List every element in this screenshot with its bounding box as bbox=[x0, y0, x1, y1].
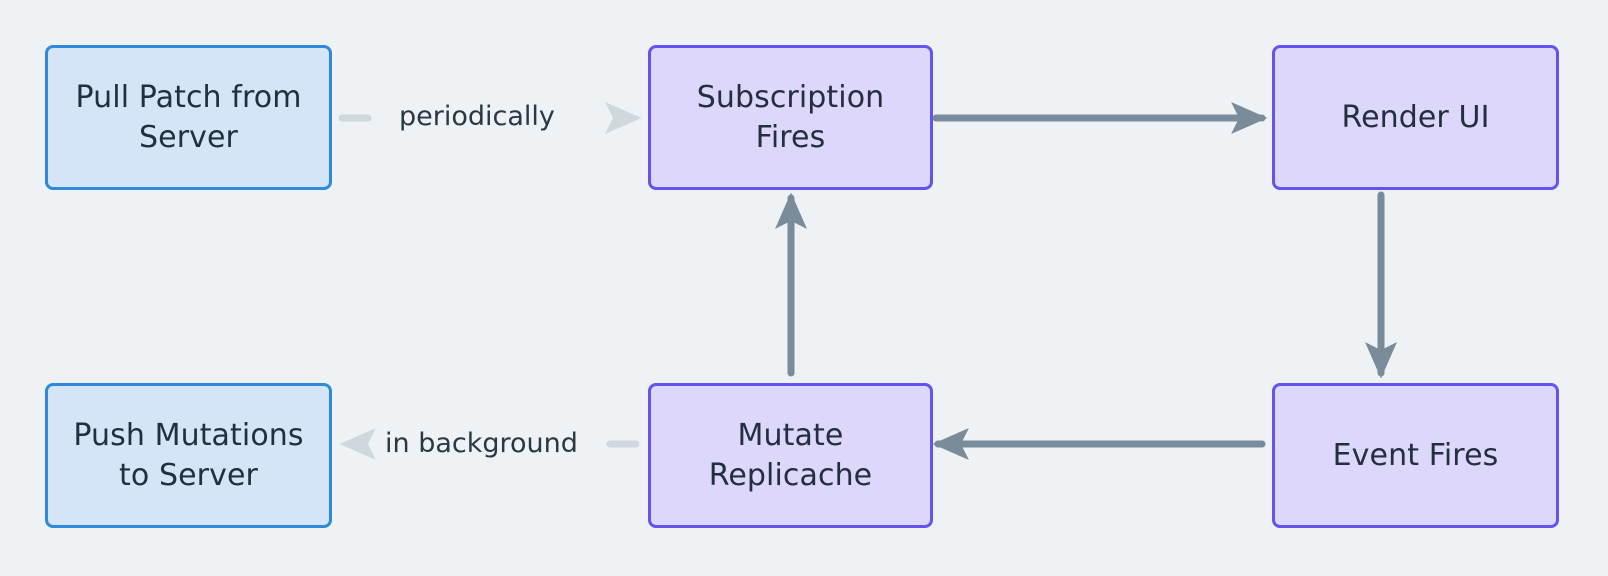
node-label: Event Fires bbox=[1332, 437, 1499, 473]
node-render-ui[interactable]: Render UI bbox=[1272, 45, 1559, 190]
node-mutate-replicache[interactable]: Mutate Replicache bbox=[648, 383, 933, 528]
node-label: Subscription Fires bbox=[696, 79, 885, 155]
edge-label-periodically: periodically bbox=[393, 103, 561, 130]
edge-label-in-background: in background bbox=[379, 430, 584, 457]
node-push-mutations-to-server[interactable]: Push Mutations to Server bbox=[45, 383, 332, 528]
node-subscription-fires[interactable]: Subscription Fires bbox=[648, 45, 933, 190]
node-pull-patch-from-server[interactable]: Pull Patch from Server bbox=[45, 45, 332, 190]
node-event-fires[interactable]: Event Fires bbox=[1272, 383, 1559, 528]
node-label: Push Mutations to Server bbox=[73, 417, 304, 493]
node-label: Mutate Replicache bbox=[708, 417, 873, 493]
node-label: Render UI bbox=[1341, 99, 1490, 135]
node-label: Pull Patch from Server bbox=[75, 79, 302, 155]
